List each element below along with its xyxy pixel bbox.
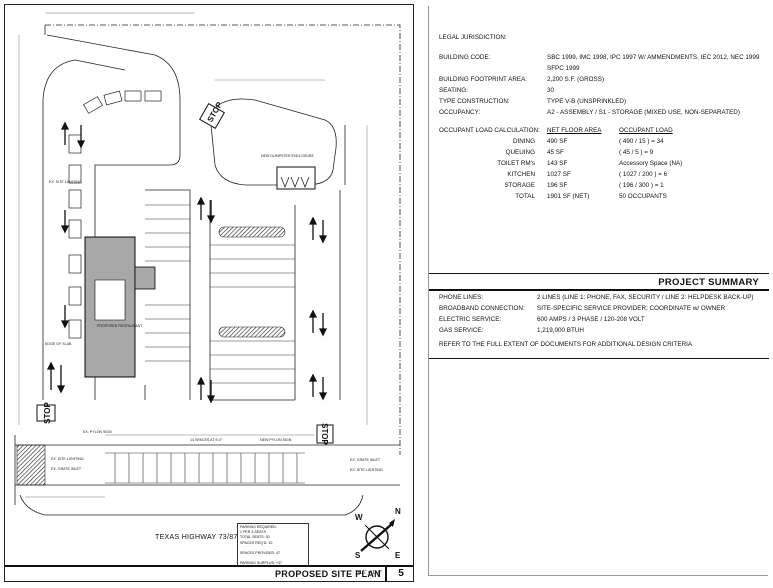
occupant-row-area: 143 SF [547,160,568,167]
legal-row-value: SFPC 1999 [547,65,580,72]
building-label: PROPOSED RESTAURANT [97,324,143,328]
parking-box-line: TOTAL SEATS: 30 [240,535,270,540]
legal-heading: LEGAL JURISDICTION: [439,34,507,41]
parking-box-line: SPACES REQ'D: 10 [240,540,273,545]
occupant-row-area: 1901 SF (NET) [547,193,590,200]
site-plan-sheet: STOP STOP STOP EX. PYLON SIGN NEW PYLON … [4,4,414,582]
occupant-row-load: ( 490 / 15 ) = 34 [619,138,664,145]
occupant-row-load: ( 45 / 5 ) = 9 [619,149,654,156]
summary-row-value: 2 LINES (LINE 1: PHONE, FAX, SECURITY / … [537,294,754,301]
legal-row-label: SEATING: [439,87,468,94]
summary-row-label: PHONE LINES: [439,294,484,301]
sheet-title: PROPOSED SITE PLAN [275,569,381,579]
occupant-row-area: 196 SF [547,182,568,189]
occupant-row-name: TOILET RM's [497,160,535,167]
grate-inlet-label: EX. GRATE INLET [51,467,82,471]
occupant-row-name: QUEUING [505,149,535,156]
parking-box-line: 1 PER 3 SEATS [240,530,266,535]
title-block: PROPOSED SITE PLAN 1/16" = 1'-0" 5 [5,565,415,582]
dumpster-label: NEW DUMPSTER ENCLOSURE [261,154,315,158]
parking-box-line: PARKING REQUIRED: [240,525,277,529]
parking-box-line: SPACES PROVIDED: 47 [240,551,281,556]
summary-row-value: 600 AMPS / 3 PHASE / 120-208 VOLT [537,316,645,323]
compass-icon [360,519,395,552]
divider [429,358,769,359]
compass-n: N [395,507,401,516]
summary-row-label: GAS SERVICE: [439,327,484,334]
legal-row-value: A2 - ASSEMBLY / S1 - STORAGE (MIXED USE,… [547,109,740,116]
occupant-row-load: 50 OCCUPANTS [619,193,667,200]
legal-row-value: 30 [547,87,555,94]
stop-label-east: STOP [320,423,329,445]
summary-row-value: 1,219,000 BTUH [537,327,584,334]
occupant-row-name: KITCHEN [507,171,535,178]
occupant-row-load: Accessory Space (NA) [619,160,683,167]
grate-inlet-label-2: EX. GRATE INLET [350,458,381,462]
site-lighting-label: EX. SITE LIGHTING [49,180,82,184]
stop-label-west: STOP [43,402,52,424]
occupant-row-area: 1027 SF [547,171,571,178]
legal-row-value: SBC 1999, IMC 1998, IPC 1997 W/ AMMENDME… [547,54,760,61]
summary-row-label: BROADBAND CONNECTION: [439,305,525,312]
edge-of-slab-label: EDGE OF SLAB [45,342,72,346]
new-pylon-sign-label: NEW PYLON SIGN [260,438,292,442]
legal-row-label: TYPE CONSTRUCTION: [439,98,510,105]
occupant-row-load: ( 1027 / 200 ) = 6 [619,171,668,178]
col-net-floor-area: NET FLOOR AREA [547,127,602,134]
sheet-scale: 1/16" = 1'-0" [355,570,383,576]
site-lighting-label-3: EX. SITE LIGHTING [350,468,383,472]
compass-e: E [395,551,401,560]
occupant-heading: OCCUPANT LOAD CALCULATION: [439,127,540,134]
north-arrow: N W S E [347,507,407,563]
occupant-row-area: 490 SF [547,138,568,145]
legal-row-value: 2,200 S.F. (GROSS) [547,76,605,83]
parking-box-line: PARKING SURPLUS: +37 [240,561,282,566]
site-lighting-label-2: EX. SITE LIGHTING [51,457,84,461]
occupant-row-name: DINING [512,138,535,145]
legal-row-label: BUILDING CODE: [439,54,491,61]
compass-s: S [355,551,361,560]
highway-label: TEXAS HIGHWAY 73/87 [155,534,238,541]
occupant-row-area: 45 SF [547,149,564,156]
occupant-row-name: TOTAL [515,193,535,200]
legal-row-label: BUILDING FOOTPRINT AREA: [439,76,528,83]
occupant-row-load: ( 196 / 300 ) = 1 [619,182,664,189]
project-summary-sheet: LEGAL JURISDICTION: BUILDING CODE: SBC 19… [428,6,769,576]
pylon-sign-label: EX. PYLON SIGN [83,430,112,434]
compass-w: W [355,513,363,522]
project-summary-title: PROJECT SUMMARY [658,277,759,288]
legal-row-value: TYPE V-B (UNSPRINKLED) [547,98,627,105]
sheet-number: 5 [385,566,415,582]
design-criteria-note: REFER TO THE FULL EXTENT OF DOCUMENTS FO… [439,341,693,348]
legal-row-label: OCCUPANCY: [439,109,481,116]
summary-row-value: SITE-SPECIFIC SERVICE PROVIDER; COORDINA… [537,305,725,312]
project-summary-header: PROJECT SUMMARY [429,273,769,291]
site-plan-drawing: STOP STOP STOP EX. PYLON SIGN NEW PYLON … [14,12,401,516]
parking-spaces-label: 14 SPACES AT 9'-0" [190,438,223,442]
occupant-row-name: STORAGE [504,182,535,189]
summary-row-label: ELECTRIC SERVICE: [439,316,502,323]
col-occupant-load: OCCUPANT LOAD [619,127,673,134]
